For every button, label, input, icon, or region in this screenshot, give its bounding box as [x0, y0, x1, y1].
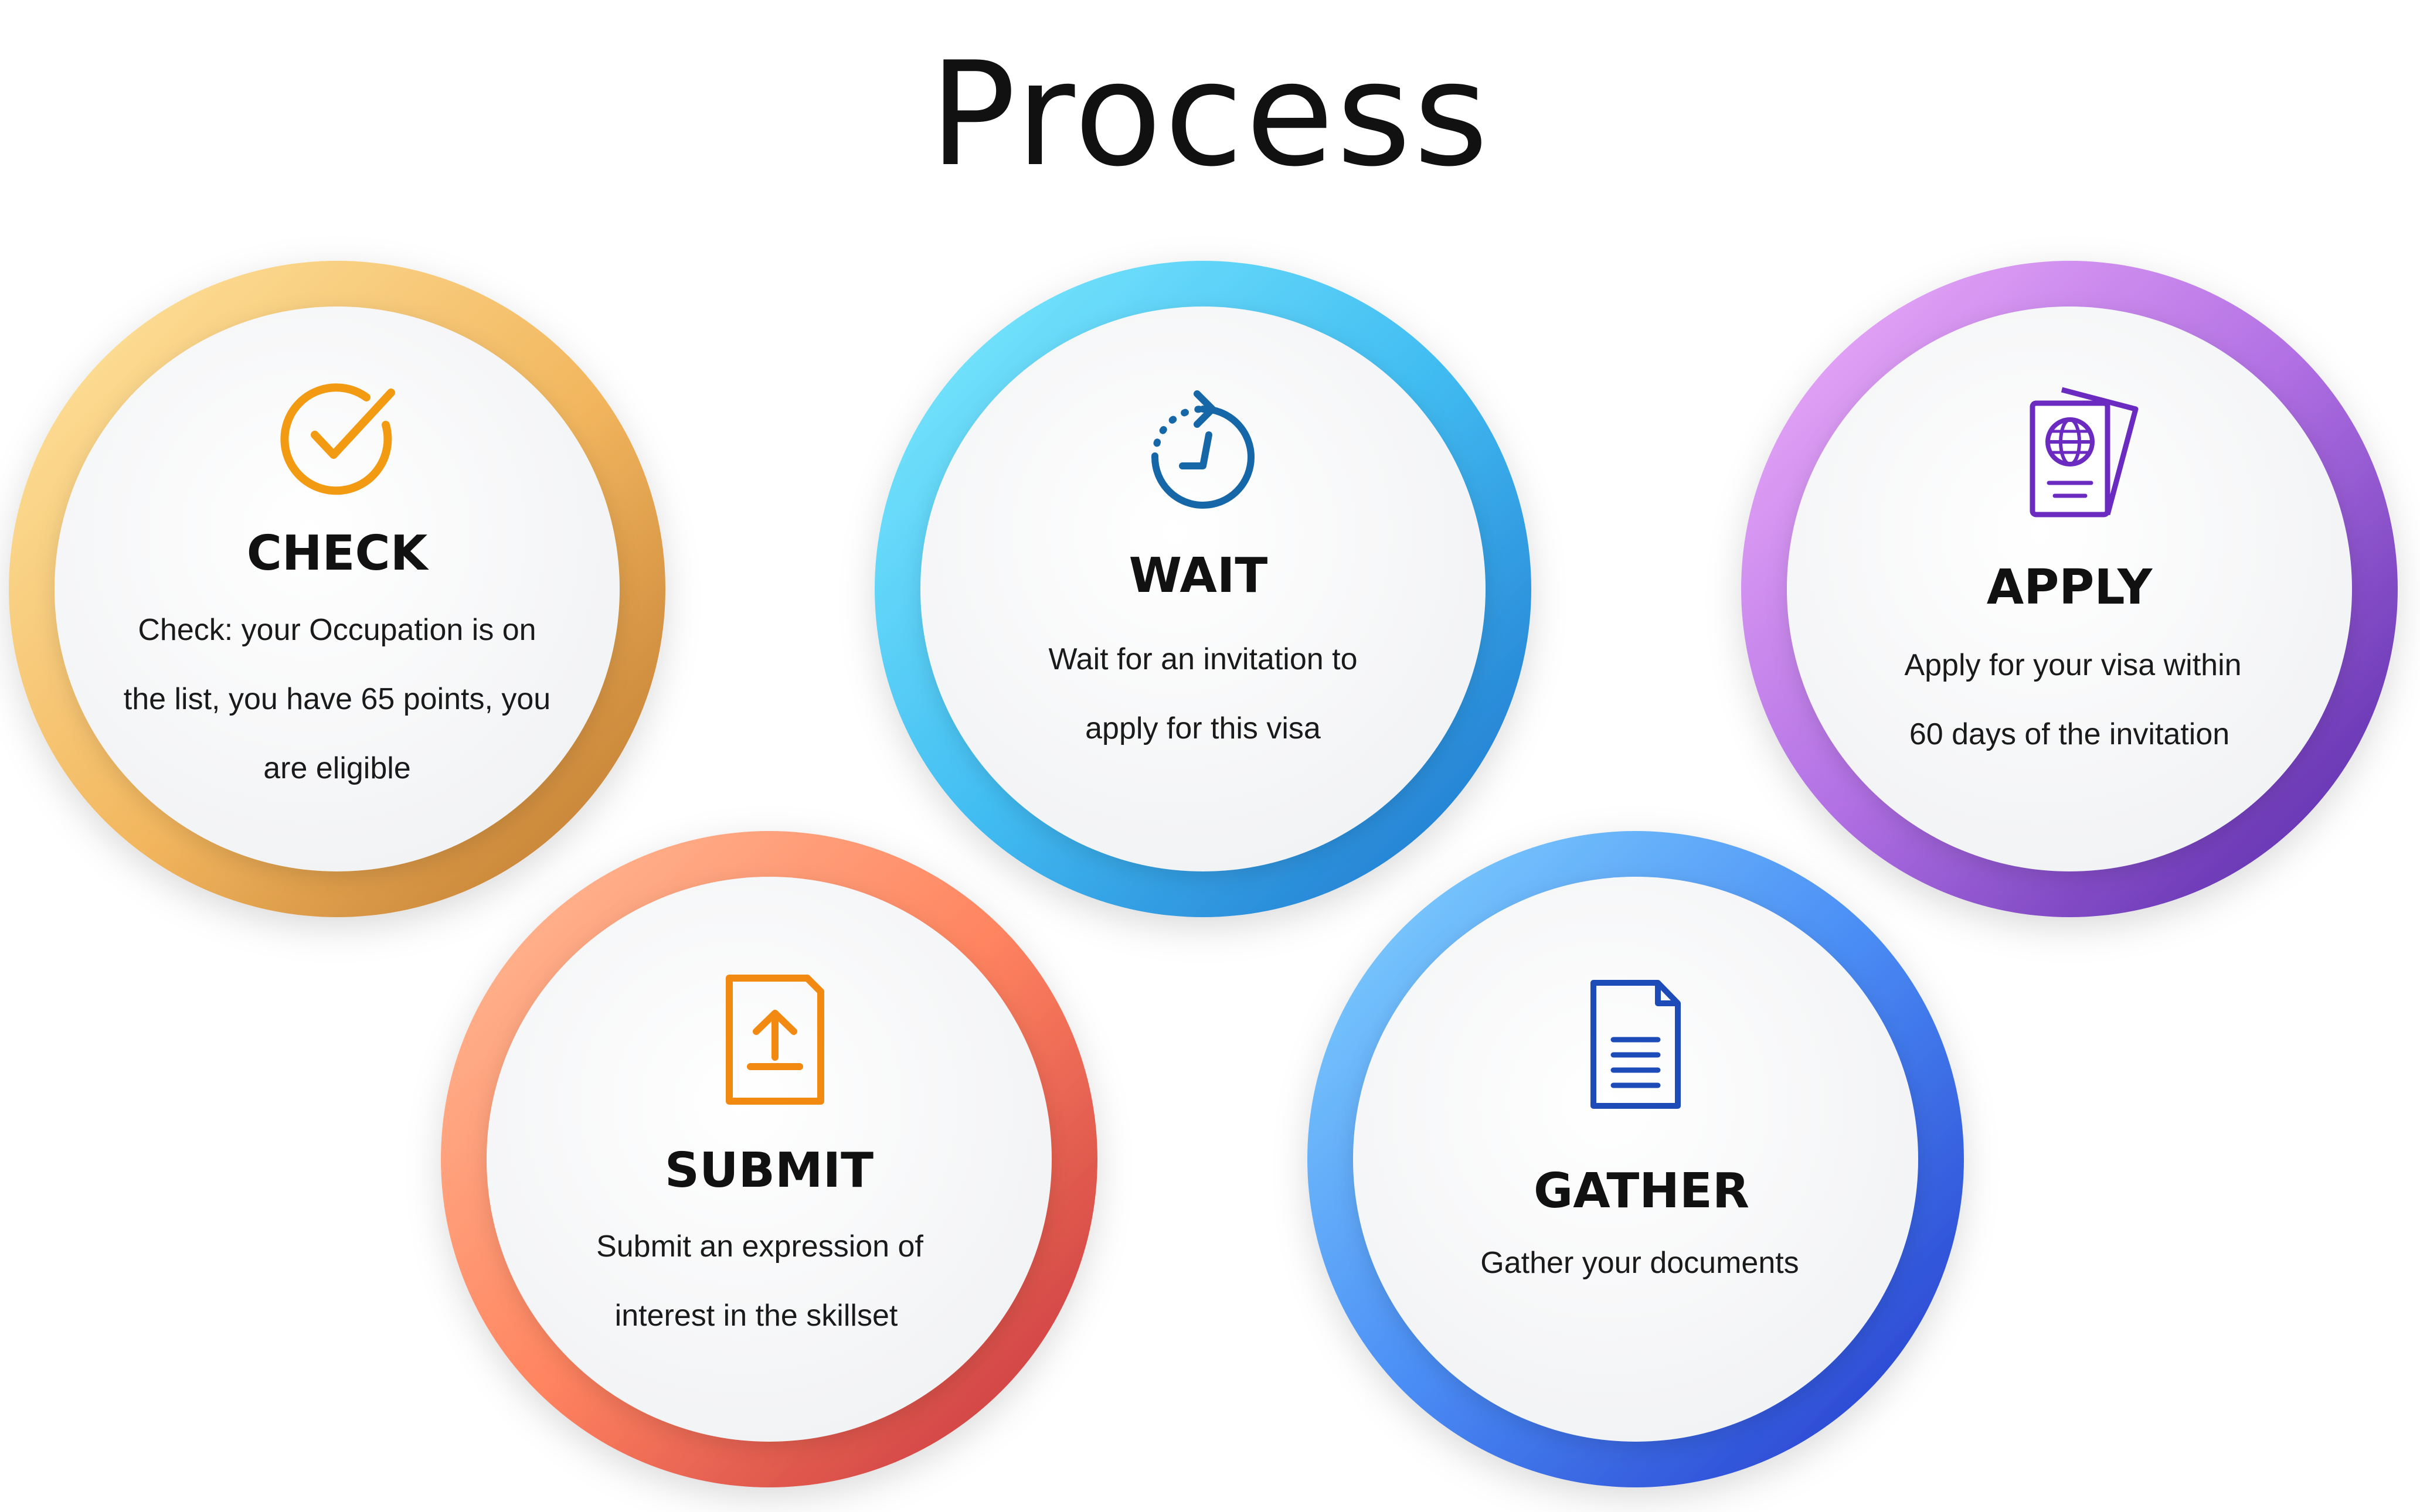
- step-check-line-1: Check: your Occupation is on: [138, 613, 536, 647]
- step-check-line-3: are eligible: [263, 751, 411, 785]
- step-wait: WAIT Wait for an invitation to apply for…: [1049, 390, 1358, 745]
- inner-circle-apply: [1787, 307, 2352, 871]
- step-apply: APPLY Apply for your visa within 60 days…: [1904, 387, 2242, 751]
- document-icon: [1590, 980, 1681, 1109]
- step-wait-title: WAIT: [1129, 548, 1268, 604]
- step-check-title: CHECK: [247, 526, 430, 581]
- step-gather: GATHER Gather your documents: [1480, 980, 1799, 1280]
- step-apply-title: APPLY: [1987, 560, 2153, 615]
- step-submit-line-2: interest in the skillset: [615, 1299, 898, 1333]
- check-circle-icon: [280, 383, 395, 495]
- step-check: CHECK Check: your Occupation is on the l…: [124, 383, 550, 785]
- step-gather-title: GATHER: [1534, 1163, 1749, 1219]
- inner-circle-gather: [1353, 877, 1918, 1442]
- step-apply-line-1: Apply for your visa within: [1904, 648, 2241, 682]
- passport-icon: [2030, 387, 2139, 517]
- step-submit-line-1: Submit an expression of: [596, 1230, 923, 1264]
- inner-circle-submit: [487, 877, 1052, 1442]
- step-wait-line-1: Wait for an invitation to: [1049, 642, 1358, 676]
- page-title: Process: [929, 31, 1490, 198]
- inner-circle-wait: [920, 307, 1486, 871]
- inner-layer: [55, 307, 2352, 1442]
- upload-file-icon: [726, 975, 824, 1105]
- step-check-line-2: the list, you have 65 points, you: [124, 682, 550, 716]
- step-apply-line-2: 60 days of the invitation: [1909, 717, 2229, 751]
- timer-icon: [1151, 390, 1255, 509]
- inner-circle-check: [55, 307, 620, 871]
- step-submit-title: SUBMIT: [665, 1143, 873, 1198]
- step-wait-line-2: apply for this visa: [1085, 711, 1321, 745]
- step-submit: SUBMIT Submit an expression of interest …: [596, 975, 923, 1333]
- step-gather-line-1: Gather your documents: [1480, 1246, 1799, 1280]
